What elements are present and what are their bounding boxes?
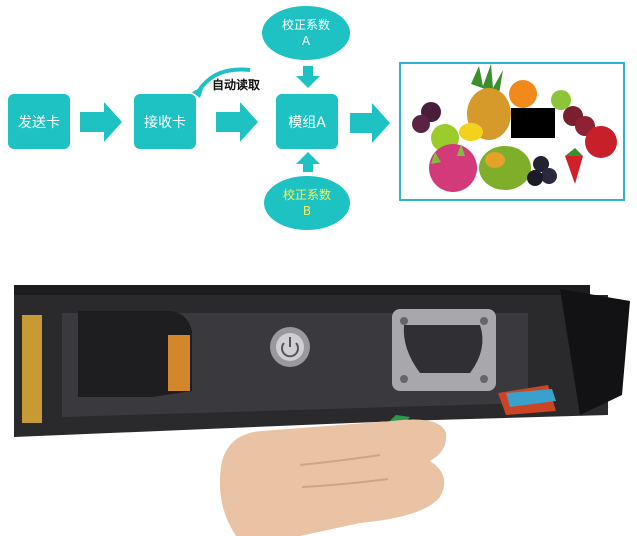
auto-read-label: 自动读取	[212, 78, 261, 92]
arrow-calib-a-down	[296, 66, 320, 88]
calib-a-line1: 校正系数	[281, 18, 330, 32]
node-receive-card: 接收卡	[134, 94, 196, 149]
calib-b-line1: 校正系数	[282, 188, 331, 202]
arrow-send-to-receive	[80, 102, 122, 142]
node-send-card-label: 发送卡	[18, 114, 60, 131]
calib-coefficient-b: 校正系数 B	[264, 176, 350, 230]
calib-b-line2: B	[302, 204, 312, 218]
calib-coefficient-a: 校正系数 A	[262, 6, 350, 60]
hardware-photo	[14, 285, 630, 536]
node-module-a-label: 模组A	[288, 114, 326, 131]
fruit-photo	[412, 64, 617, 192]
arrow-module-to-display	[350, 103, 390, 143]
calib-a-line2: A	[301, 34, 311, 48]
node-module-a: 模组A	[276, 94, 338, 149]
diagram-arrows	[80, 66, 390, 172]
display-frame	[399, 62, 625, 201]
arrow-receive-to-module	[216, 102, 258, 142]
arrow-calib-b-up	[296, 152, 320, 172]
node-receive-card-label: 接收卡	[144, 114, 186, 131]
auto-read-arrowhead	[192, 86, 204, 98]
node-send-card: 发送卡	[8, 94, 70, 149]
